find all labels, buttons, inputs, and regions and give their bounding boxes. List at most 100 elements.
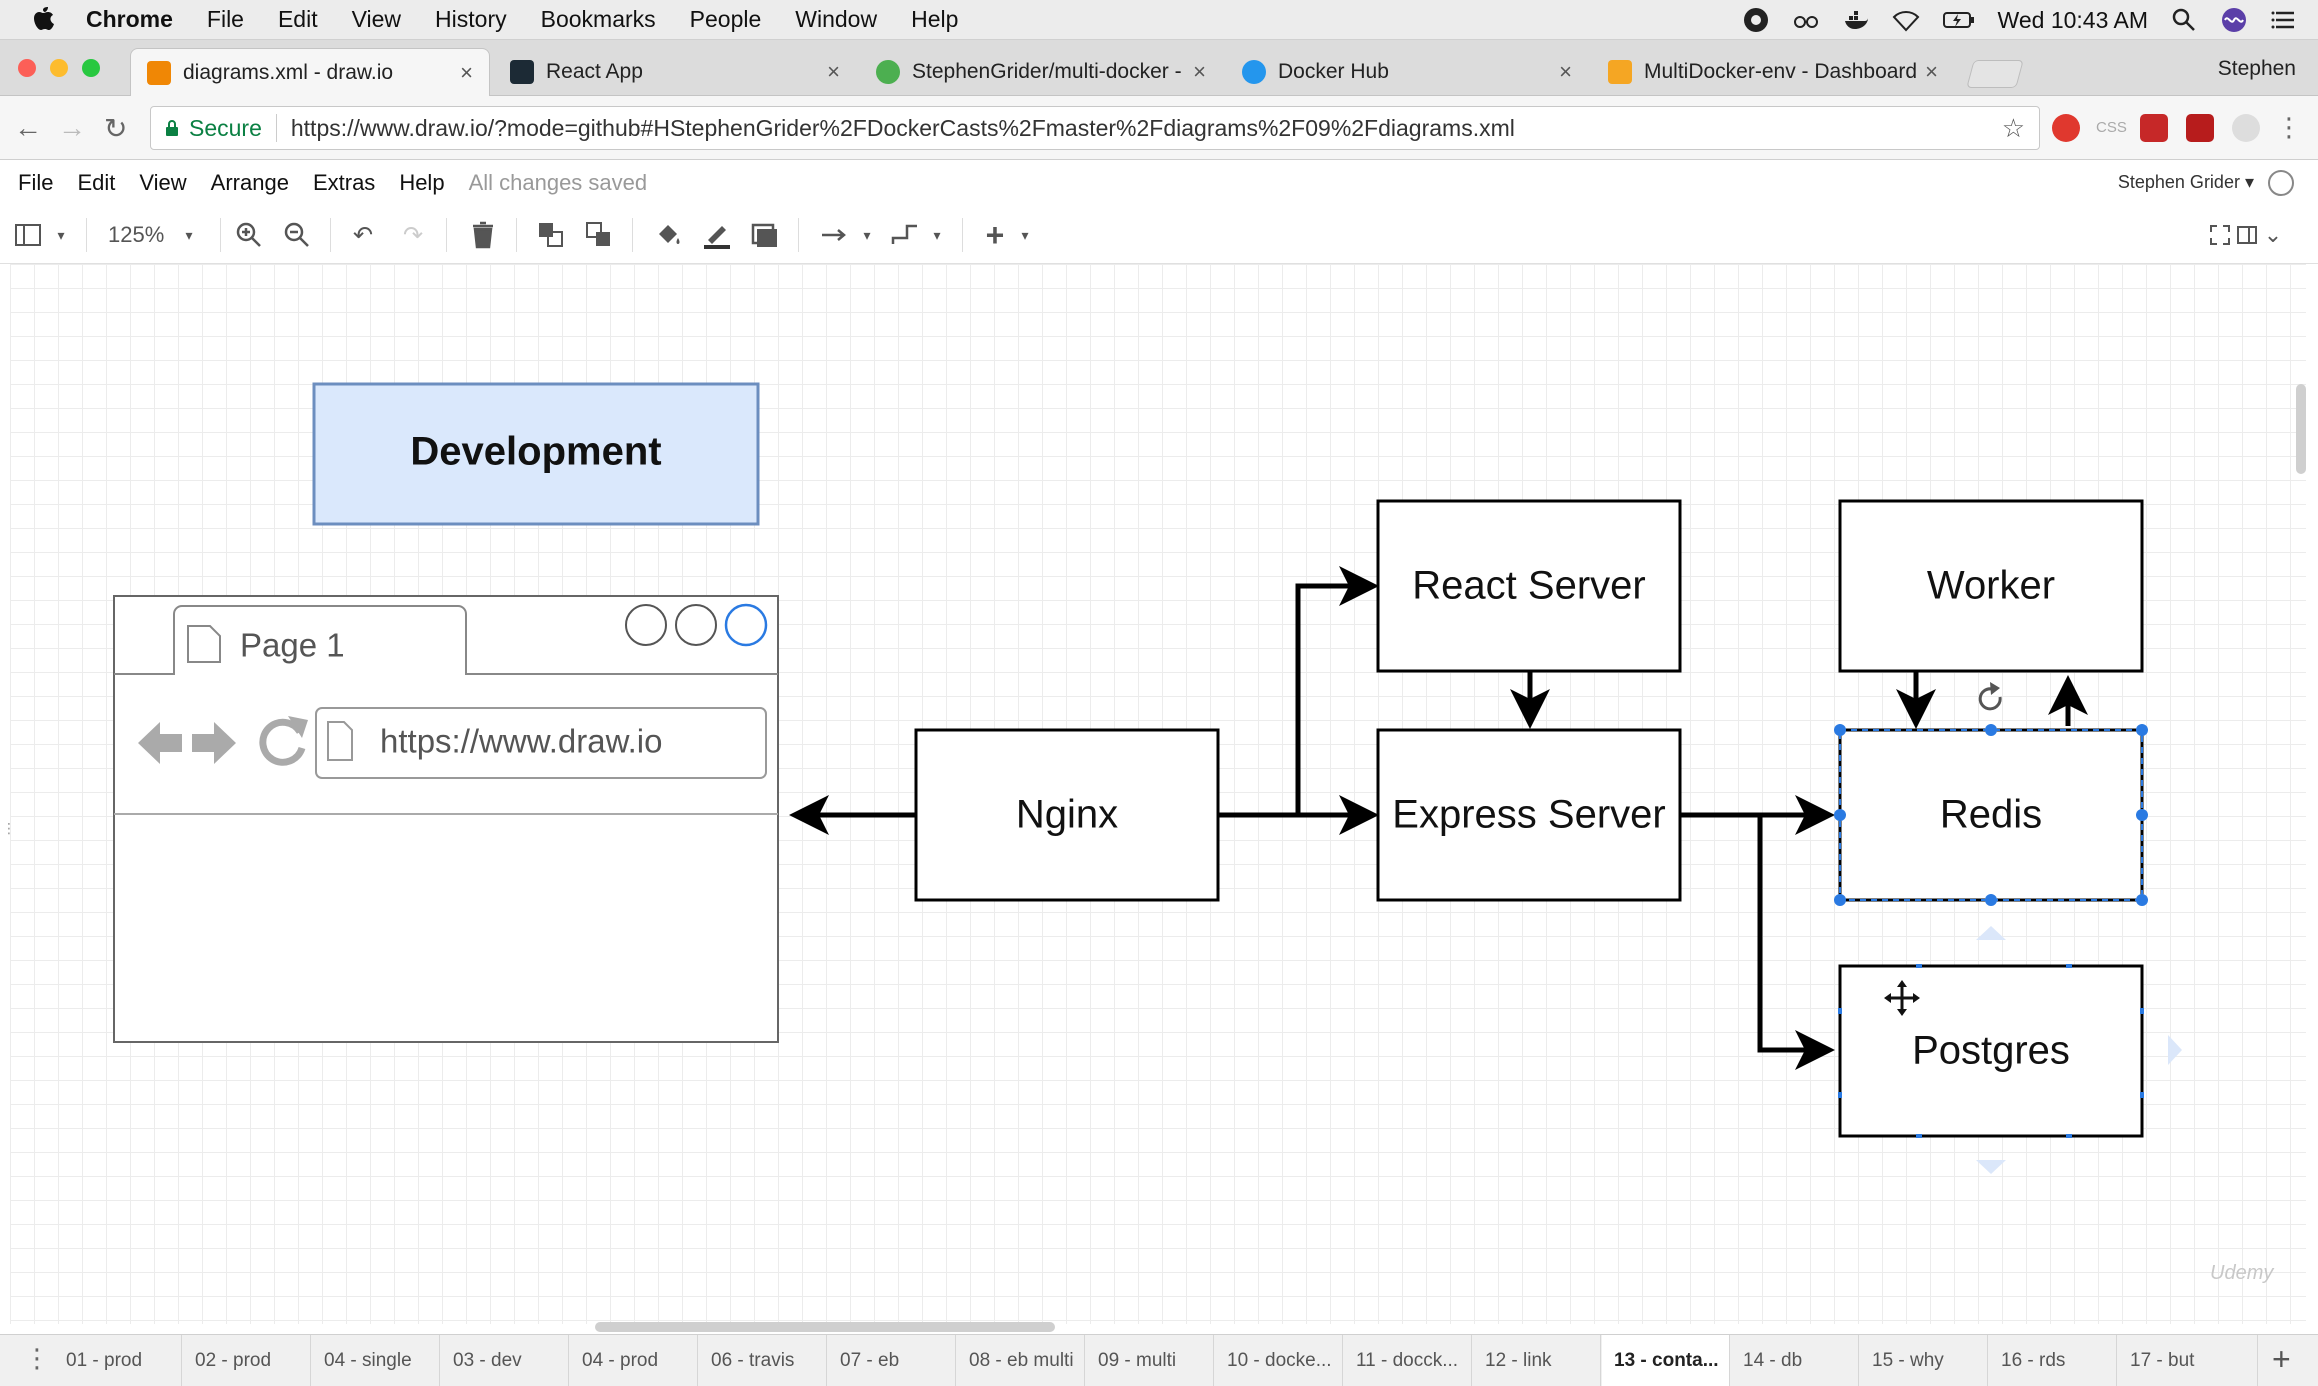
window-zoom-button[interactable] [82,59,100,77]
page-tab[interactable]: 01 - prod [54,1335,182,1386]
edge-nginx-to-react[interactable] [1295,566,1379,815]
spotlight-search-icon[interactable] [2170,6,2198,34]
chevron-down-icon[interactable]: ▾ [185,226,193,243]
menu-bookmarks[interactable]: Bookmarks [540,6,656,32]
battery-icon[interactable] [1942,6,1976,34]
language-globe-icon[interactable] [2268,170,2294,196]
chrome-menu-icon[interactable]: ⋮ [2276,112,2302,142]
node-worker[interactable]: Worker [1838,499,2144,673]
menu-history[interactable]: History [435,6,507,32]
format-panel-icon[interactable] [2236,220,2258,250]
page-tab[interactable]: 16 - rds [1989,1335,2117,1386]
browser-tab-github[interactable]: StephenGrider/multi-docker - × [860,48,1222,96]
address-bar[interactable]: Secure https://www.draw.io/?mode=github#… [150,106,2040,150]
page-tab[interactable]: 07 - eb [828,1335,956,1386]
resize-handle[interactable] [2136,894,2148,906]
ublock-extension-icon[interactable] [2186,114,2214,142]
diagram-canvas[interactable]: Development Page 1 https://www.draw.io [10,264,2306,1324]
browser-tab-drawio[interactable]: diagrams.xml - draw.io × [130,48,490,96]
menu-view[interactable]: View [351,6,402,32]
siri-icon[interactable] [2220,6,2248,34]
trash-icon[interactable] [468,220,498,250]
wifi-icon[interactable] [1892,6,1920,34]
drawio-menu-help[interactable]: Help [399,170,445,195]
sidebar-collapse-handle[interactable]: ⋮ [2,820,16,836]
menu-people[interactable]: People [689,6,762,32]
new-tab-button[interactable] [1966,60,2024,88]
docker-whale-icon[interactable] [1842,6,1870,34]
css-extension-icon[interactable]: CSS [2096,119,2127,136]
edge-express-to-postgres[interactable] [1757,815,1835,1070]
close-icon[interactable]: × [460,59,473,85]
page-tab[interactable]: 08 - eb multi [957,1335,1085,1386]
shadow-icon[interactable] [750,220,780,250]
bring-to-front-icon[interactable] [536,220,566,250]
url-text[interactable]: https://www.draw.io/?mode=github#HStephe… [290,114,1515,141]
bookmark-star-icon[interactable]: ☆ [2001,113,2025,143]
window-close-button[interactable] [18,59,36,77]
menu-help[interactable]: Help [911,6,959,32]
node-express-server[interactable]: Express Server [1376,728,1682,902]
close-icon[interactable]: × [1193,59,1206,84]
page-tab[interactable]: 03 - dev [441,1335,569,1386]
node-redis[interactable]: Redis [1838,728,2144,902]
window-minimize-button[interactable] [50,59,68,77]
zoom-level[interactable]: 125% [108,222,165,247]
menu-window[interactable]: Window [795,6,878,32]
horizontal-scrollbar[interactable] [595,1322,1055,1332]
resize-handle[interactable] [1834,724,1846,736]
page-tab[interactable]: 11 - docck... [1344,1335,1472,1386]
page-tab[interactable]: 09 - multi [1086,1335,1214,1386]
close-icon[interactable]: × [827,59,840,84]
resize-handle[interactable] [1985,894,1997,906]
rotate-handle-icon[interactable] [1978,682,2002,711]
add-page-plus-icon[interactable]: + [2272,1341,2291,1377]
line-color-icon[interactable] [702,220,732,250]
drawio-menu-edit[interactable]: Edit [77,170,116,195]
vertical-scrollbar[interactable] [2296,384,2306,474]
node-react-server[interactable]: React Server [1376,499,1682,673]
page-tab[interactable]: 06 - travis [699,1335,827,1386]
menu-app-chrome[interactable]: Chrome [86,6,173,32]
hover-arrow-right-icon[interactable] [2168,1035,2182,1065]
menu-file[interactable]: File [206,6,244,32]
page-tab[interactable]: 15 - why [1860,1335,1988,1386]
extension-icon[interactable] [2232,114,2260,142]
development-title-box[interactable]: Development [312,382,760,526]
browser-mockup-shape[interactable]: Page 1 https://www.draw.io [113,595,779,1043]
browser-tab-react-app[interactable]: React App × [494,48,856,96]
resize-handle[interactable] [1834,894,1846,906]
page-tab-active[interactable]: 13 - conta... [1602,1335,1730,1386]
fill-color-icon[interactable] [654,220,684,250]
waypoints-icon[interactable] [890,220,920,250]
reload-icon[interactable]: ↻ [104,113,128,144]
chevron-down-icon[interactable]: ▾ [933,226,941,243]
page-tab[interactable]: 12 - link [1473,1335,1601,1386]
collapse-chevron-icon[interactable]: ⌄ [2263,222,2283,247]
format-panel-toggle-icon[interactable] [14,220,44,250]
fullscreen-icon[interactable] [2208,220,2232,250]
drawio-menu-file[interactable]: File [18,170,54,195]
opera-extension-icon[interactable] [2052,114,2080,142]
resize-handle[interactable] [1985,724,1997,736]
hover-arrow-down-icon[interactable] [1976,1160,2006,1174]
chrome-profile-name[interactable]: Stephen [2217,57,2296,80]
page-tab[interactable]: 04 - single [312,1335,440,1386]
page-tab[interactable]: 14 - db [1731,1335,1859,1386]
zoom-in-icon[interactable] [234,220,264,250]
resize-handle[interactable] [2136,724,2148,736]
page-tab[interactable]: 10 - docke... [1215,1335,1343,1386]
node-nginx[interactable]: Nginx [914,728,1220,902]
redo-icon[interactable]: ↷ [402,221,424,249]
back-arrow-icon[interactable]: ← [14,112,42,143]
chevron-down-icon[interactable]: ▾ [57,226,65,243]
page-tab[interactable]: 02 - prod [183,1335,311,1386]
drawio-menu-extras[interactable]: Extras [312,170,376,195]
send-to-back-icon[interactable] [584,220,614,250]
page-tab[interactable]: 04 - prod [570,1335,698,1386]
lastpass-extension-icon[interactable] [2140,114,2168,142]
resize-handle[interactable] [2136,809,2148,821]
browser-tab-docker-hub[interactable]: Docker Hub × [1226,48,1588,96]
page-tab[interactable]: 17 - but [2118,1335,2258,1386]
resize-handle[interactable] [1834,809,1846,821]
